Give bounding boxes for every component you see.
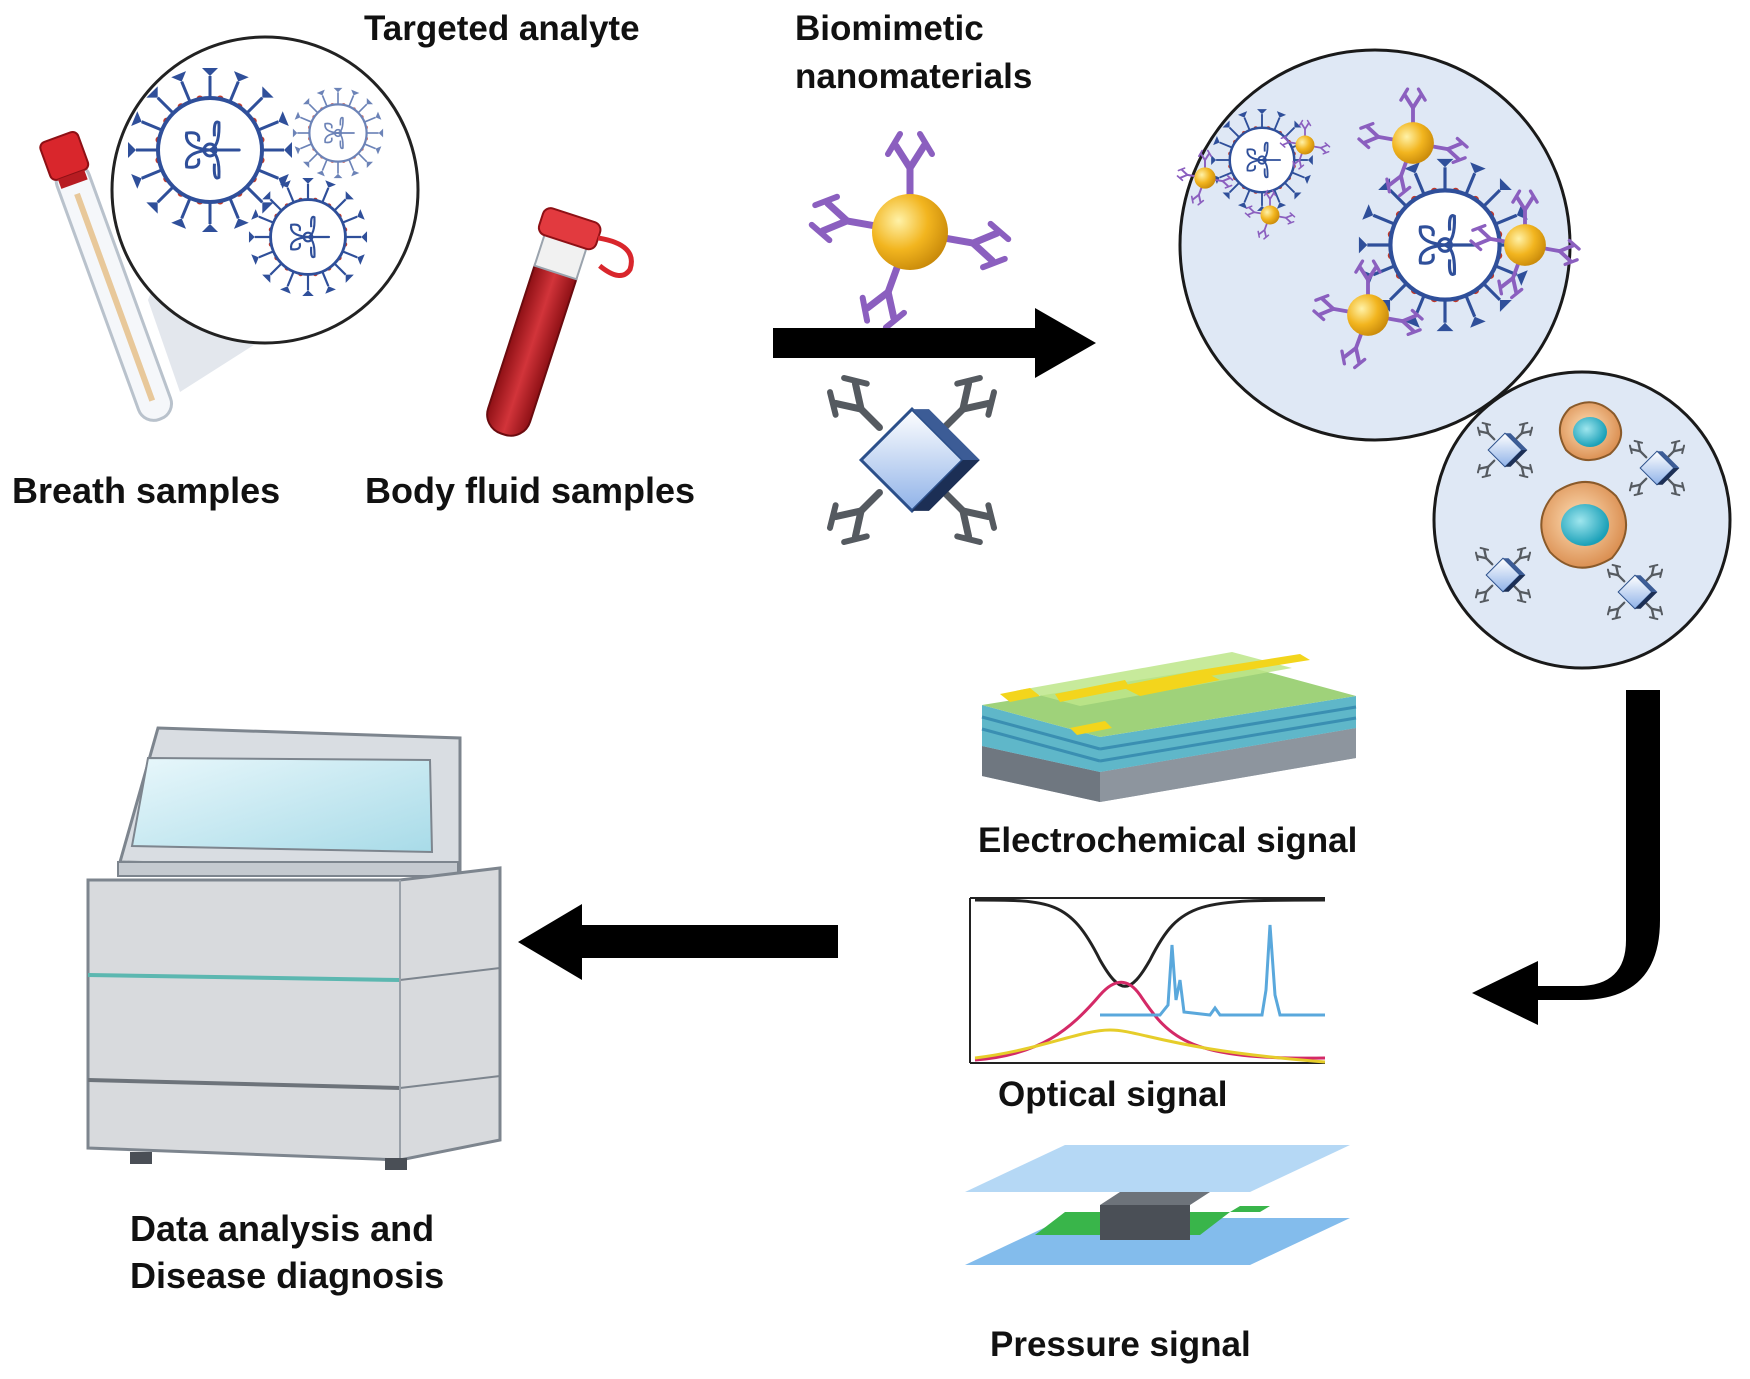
antibody-gold-nanoparticle-icon [1312, 259, 1424, 370]
pressure-signal-label: Pressure signal [990, 1325, 1251, 1364]
antibody-cube-nanoparticle-icon [826, 374, 998, 546]
targeted-analyte-label: Targeted analyte [364, 9, 640, 48]
antibody-gold-nanoparticle-icon [1469, 189, 1581, 300]
antibody-gold-nanoparticle-icon [1244, 189, 1296, 240]
breath-samples-label: Breath samples [12, 470, 280, 511]
right-arrow [773, 308, 1096, 378]
body-fluid-samples-label: Body fluid samples [365, 470, 695, 511]
blood-tube-icon [486, 207, 634, 437]
antibody-gold-nanoparticle-icon [1357, 87, 1469, 198]
optical-signal-label: Optical signal [998, 1075, 1228, 1114]
biomimetic-label-line2: nanomaterials [795, 57, 1032, 96]
data-analysis-label-line1: Data analysis and [130, 1208, 434, 1249]
antibody-cube-nanoparticle-icon [1476, 421, 1534, 479]
virus-icon [292, 87, 384, 179]
virus-icon [128, 68, 292, 232]
electrochemical-sensor-chip-icon [981, 652, 1357, 802]
pressure-sensor-icon [965, 1145, 1350, 1265]
analyzer-instrument-icon [86, 726, 502, 1170]
antibody-cube-nanoparticle-icon [1474, 546, 1532, 604]
biomimetic-label-line1: Biomimetic [795, 9, 984, 48]
electrochemical-signal-label: Electrochemical signal [978, 821, 1357, 860]
virus-icon [1358, 158, 1532, 332]
cell-binding-circle [1432, 370, 1732, 670]
data-analysis-label-line2: Disease diagnosis [130, 1255, 444, 1296]
swab-tube-icon [39, 131, 173, 422]
antibody-gold-nanoparticle-icon [1279, 119, 1331, 170]
optical-spectrum-plot-icon [969, 897, 1326, 1064]
virus-icon [248, 177, 368, 297]
left-arrow [518, 904, 838, 980]
antibody-gold-nanoparticle-icon [1176, 149, 1234, 206]
virus-binding-circle [1176, 48, 1581, 442]
analyte-zoom-circle [110, 35, 420, 345]
cell-icon [1540, 480, 1628, 569]
hook-arrow [1472, 690, 1660, 1025]
virus-icon [1211, 109, 1313, 211]
cell-icon [1559, 401, 1622, 461]
antibody-cube-nanoparticle-icon [1606, 563, 1664, 621]
antibody-cube-nanoparticle-icon [1628, 439, 1686, 497]
antibody-gold-nanoparticle-icon [808, 131, 1012, 331]
